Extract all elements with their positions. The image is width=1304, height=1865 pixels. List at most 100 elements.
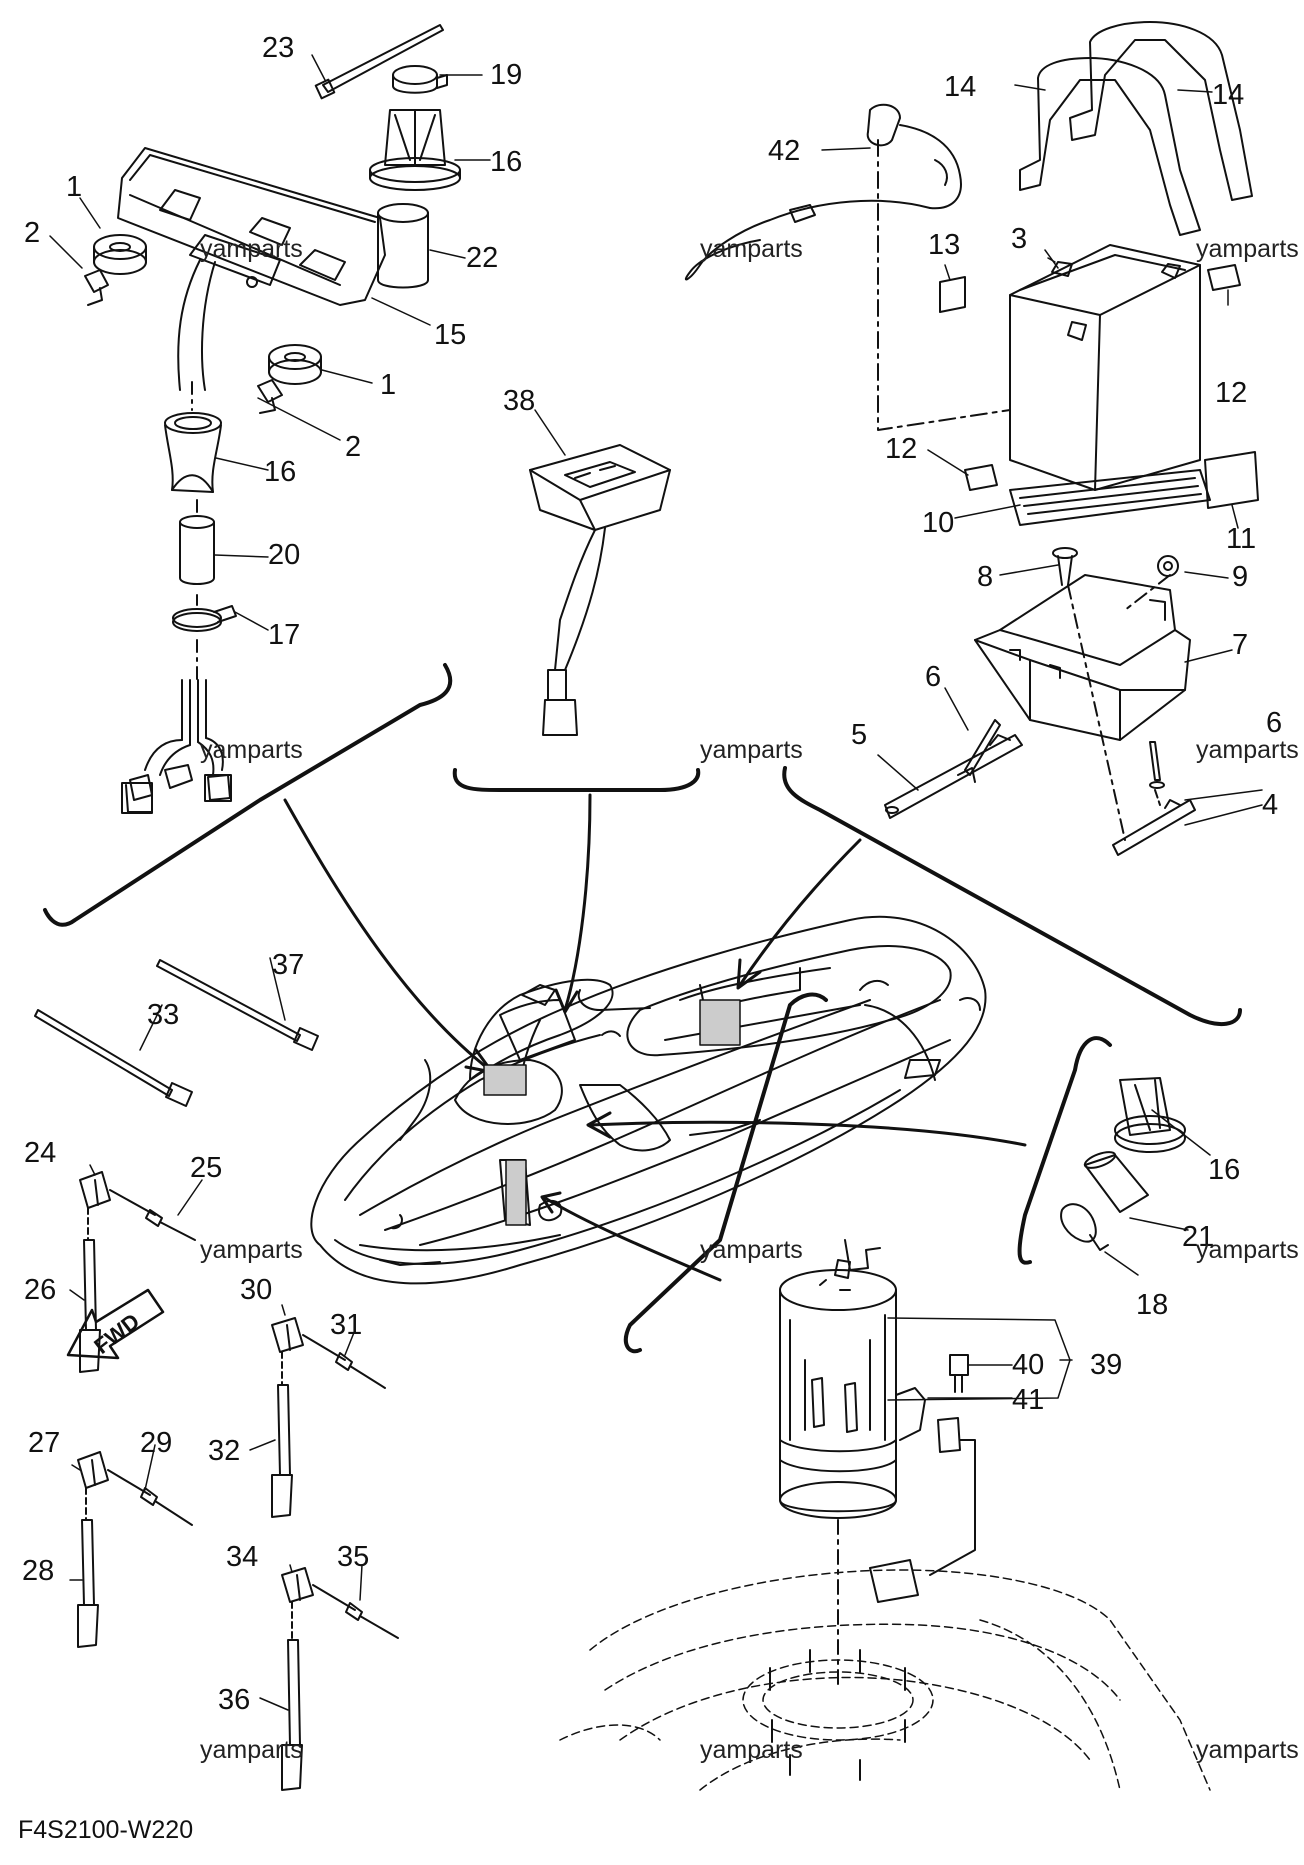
arrow-battery	[738, 838, 862, 987]
callout-1: 1	[380, 369, 397, 401]
watermark: yamparts	[1196, 235, 1299, 263]
bracket-fuel-filler	[1017, 1036, 1112, 1265]
fuel-pump-39	[779, 1239, 976, 1603]
callout-25: 25	[190, 1152, 223, 1184]
nut-9	[1157, 555, 1179, 577]
callout-16: 16	[490, 146, 523, 178]
callout-27: 27	[28, 1427, 61, 1459]
callout-5: 5	[851, 719, 868, 751]
grommet-upper-left	[93, 234, 147, 275]
callout-9: 9	[1232, 561, 1249, 593]
pin-6-right	[1149, 741, 1165, 789]
meter-assembly	[117, 147, 386, 391]
callout-16: 16	[1208, 1154, 1241, 1186]
callout-37: 37	[272, 949, 305, 981]
callout-11: 11	[1226, 523, 1257, 555]
bracket-fuel-pump	[623, 992, 828, 1354]
pad-12-top	[1207, 264, 1241, 291]
set-30-31-32	[271, 1317, 386, 1518]
arrow-meter	[283, 798, 492, 1072]
callout-6: 6	[1266, 707, 1283, 739]
callout-26: 26	[24, 1274, 57, 1306]
callout-8: 8	[977, 561, 994, 593]
callout-17: 17	[268, 619, 301, 651]
watermark: yamparts	[700, 235, 803, 263]
callout-2: 2	[24, 217, 41, 249]
callout-24: 24	[24, 1137, 57, 1169]
callout-7: 7	[1232, 629, 1249, 661]
bracket-switch-group	[452, 768, 701, 792]
callout-18: 18	[1136, 1289, 1169, 1321]
band-4	[1112, 799, 1196, 856]
clamp-17	[172, 605, 237, 632]
callout-31: 31	[330, 1309, 363, 1341]
arrow-filler	[588, 1120, 1027, 1147]
watermark: yamparts	[700, 1236, 803, 1264]
callout-12: 12	[885, 433, 918, 465]
callout-39: 39	[1090, 1349, 1123, 1381]
callout-40: 40	[1012, 1349, 1045, 1381]
meter-axis-line	[191, 381, 198, 681]
callout-33: 33	[147, 999, 180, 1031]
set-34-35-36	[281, 1567, 399, 1791]
pin-6-left	[957, 719, 1001, 783]
battery-box-7	[974, 574, 1191, 741]
arrow-switch	[563, 793, 592, 1012]
clip-lower-right	[257, 379, 283, 414]
set-24-25-26	[79, 1171, 196, 1373]
clamp-18	[1060, 1203, 1109, 1251]
tie-23	[314, 24, 444, 100]
callout-10: 10	[922, 507, 955, 539]
callout-3: 3	[1011, 223, 1028, 255]
tube-22	[377, 203, 429, 289]
callout-19: 19	[490, 59, 523, 91]
fwd-arrow-icon	[66, 1288, 165, 1360]
pump-location-marker	[505, 1159, 527, 1226]
strap-14	[1019, 21, 1253, 236]
watermark: yamparts	[1196, 736, 1299, 764]
tube-20	[179, 515, 215, 585]
callout-42: 42	[768, 135, 801, 167]
jetski-illustration	[310, 915, 987, 1285]
callout-34: 34	[226, 1541, 259, 1573]
callout-41: 41	[1012, 1384, 1045, 1416]
callout-22: 22	[466, 242, 499, 274]
callout-15: 15	[434, 319, 467, 351]
pad-12-bottom	[964, 464, 998, 491]
mat-10	[1009, 469, 1211, 526]
callout-29: 29	[140, 1427, 173, 1459]
watermark: yamparts	[1196, 1736, 1299, 1764]
callout-4: 4	[1262, 789, 1279, 821]
pad-13	[939, 276, 966, 313]
arrow-filler-head	[586, 1111, 612, 1139]
boot-16-top	[369, 109, 461, 191]
arrow-battery-head	[736, 958, 762, 990]
callout-28: 28	[22, 1555, 55, 1587]
callout-13: 13	[928, 229, 961, 261]
callout-30: 30	[240, 1274, 273, 1306]
watermark: yamparts	[700, 1736, 803, 1764]
sensor-42	[684, 103, 962, 281]
tie-33	[34, 1009, 193, 1107]
callout-6: 6	[925, 661, 942, 693]
callout-14: 14	[944, 71, 977, 103]
boot-16-right	[1114, 1077, 1186, 1153]
watermark: yamparts	[200, 235, 303, 263]
battery-location-marker	[699, 999, 741, 1046]
callout-38: 38	[503, 385, 536, 417]
bolt-8	[1052, 547, 1078, 586]
arrow-pump	[543, 1196, 722, 1282]
meter-location-marker	[483, 1064, 527, 1096]
sensor-dashline	[877, 139, 1011, 431]
callout-36: 36	[218, 1684, 251, 1716]
watermark: yamparts	[1196, 1236, 1299, 1264]
battery-3	[1009, 244, 1201, 491]
callout-20: 20	[268, 539, 301, 571]
watermark: yamparts	[200, 736, 303, 764]
callout-14: 14	[1212, 79, 1245, 111]
bracket-battery-group	[782, 766, 1242, 1027]
callout-21: 21	[1182, 1221, 1215, 1253]
tank-studs	[769, 1649, 906, 1781]
